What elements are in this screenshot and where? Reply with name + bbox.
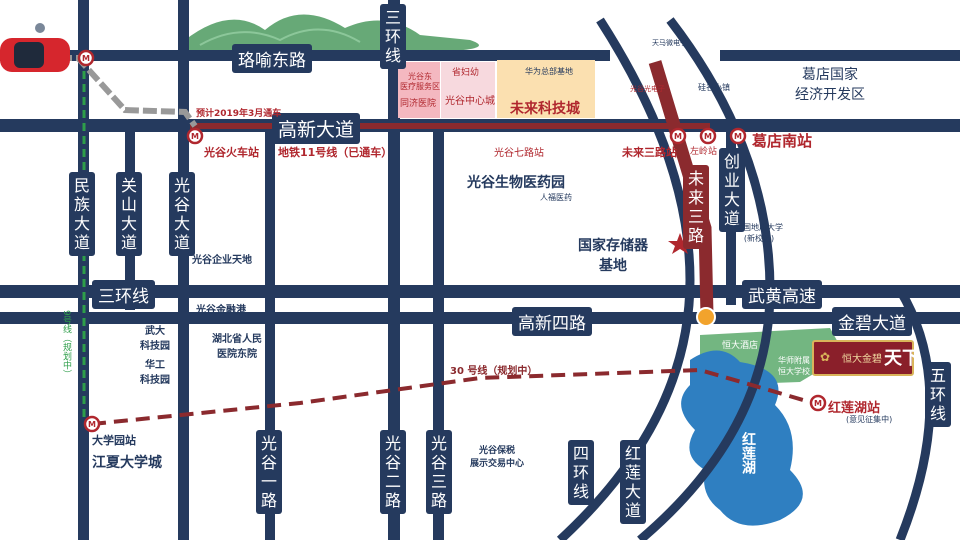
road-gg3 xyxy=(433,120,444,540)
brand-big: 天下 xyxy=(884,348,920,369)
road-label-guanggu: 光谷大道 xyxy=(169,172,195,256)
gg7-station-label: 光谷七路站 xyxy=(494,148,544,159)
future-city-label: 未来科技城 xyxy=(510,101,580,117)
maternity-label: 省妇幼 xyxy=(452,68,480,78)
line30-label: 30 号线（规划中） xyxy=(450,366,538,377)
future-zone xyxy=(497,60,595,118)
cug-label: 中国地质大学 (新校区) xyxy=(735,223,783,243)
station-markers xyxy=(77,49,827,433)
line11-label: 地铁11号线（已通车） xyxy=(278,146,393,159)
honglian-lake-shape xyxy=(681,350,803,526)
road-label-luoyu: 珞喻东路 xyxy=(232,44,312,73)
renfu-label: 人福医药 xyxy=(540,193,572,202)
hubei-hospital-label: 湖北省人民 医院东院 xyxy=(212,334,262,360)
huawei-label: 华为总部基地 xyxy=(525,67,573,76)
road-label-ring5: 五环线 xyxy=(925,362,951,427)
brand-badge[interactable]: 恒大金碧 天下 ✿ xyxy=(812,340,920,376)
road-label-gg1: 光谷一路 xyxy=(256,430,282,514)
road-label-ring4: 四环线 xyxy=(568,440,594,505)
wl3-station-label: 未来三路站 xyxy=(622,146,677,159)
road-label-gg3: 光谷三路 xyxy=(426,430,452,514)
road-label-chuangye: 创业大道 xyxy=(719,148,745,232)
gg-center-label: 光谷中心城 xyxy=(445,96,495,107)
svg-text:M: M xyxy=(814,399,822,408)
brand-emblem-icon: ✿ xyxy=(820,350,831,364)
tongji-label: 同济医院 xyxy=(400,99,437,109)
road-label-jinbi: 金碧大道 xyxy=(832,307,912,336)
road-label-minzu: 民族大道 xyxy=(69,172,95,256)
honglian-note: (意见征集中) xyxy=(846,415,893,424)
road-guanggu xyxy=(178,0,189,540)
road-gg1 xyxy=(265,120,275,540)
brand-name: 恒大金碧 xyxy=(842,354,882,365)
interchange-marker xyxy=(696,307,716,327)
huashi-school-label: 华师附属 恒大学校 xyxy=(778,356,810,376)
guigang-label: 硅谷小镇 xyxy=(698,83,730,92)
gedian-south-label: 葛店南站 xyxy=(752,132,813,150)
gedian-zone-label: 葛店国家 经济开发区 xyxy=(795,67,865,103)
svg-text:M: M xyxy=(82,54,90,63)
road-label-ring3-v: 三环线 xyxy=(380,4,406,69)
metro-line30 xyxy=(91,367,811,426)
road-gaoxin4 xyxy=(0,312,960,324)
tianma-label: 天马微电子 xyxy=(652,39,687,47)
bio-park-label: 光谷生物医药园 xyxy=(467,175,565,191)
road-label-gg2: 光谷二路 xyxy=(380,430,406,514)
honglian-lake-label: 红莲湖 xyxy=(740,432,756,474)
guanggu-office-label: 光谷光电子 xyxy=(630,85,665,93)
jinronggang-label: 光谷金融港 xyxy=(196,305,246,316)
svg-text:M: M xyxy=(88,420,96,429)
jiangxia-label: 江夏大学城 xyxy=(92,455,162,471)
road-label-gaoxin: 高新大道 xyxy=(272,113,361,144)
zuoling-station-label: 左岭站 xyxy=(690,147,718,157)
opening-note: 预计2019年3月通车 xyxy=(196,109,282,119)
honglian-station-label: 红莲湖站 xyxy=(828,401,881,416)
storage-base-label: 国家存储器 基地 xyxy=(578,238,648,274)
svg-text:M: M xyxy=(674,132,682,141)
guanggu-station-label: 光谷火车站 xyxy=(204,146,259,159)
road-label-guanshan: 关山大道 xyxy=(116,172,142,256)
svg-text:M: M xyxy=(734,132,742,141)
line9-label: 9号线（规划中） xyxy=(61,310,71,379)
huagong-label: 华工 科技园 xyxy=(140,360,170,386)
road-label-gaoxin4: 高新四路 xyxy=(512,307,592,336)
road-label-ring3: 三环线 xyxy=(92,280,155,309)
svg-text:M: M xyxy=(191,132,199,141)
center-zone xyxy=(441,62,495,118)
road-label-wuhuang: 武黄高速 xyxy=(742,280,822,309)
road-label-honglian: 红莲大道 xyxy=(620,440,646,524)
hengda-hotel-label: 恒大酒店 xyxy=(722,341,759,351)
bonded-label: 光谷保税 展示交易中心 xyxy=(470,446,525,469)
medical-zone xyxy=(398,62,440,118)
enterprise-label: 光谷企业天地 xyxy=(192,255,252,266)
wuda-label: 武大 科技园 xyxy=(140,326,170,352)
svg-text:M: M xyxy=(704,132,712,141)
daxueyuan-label: 大学园站 xyxy=(92,434,136,447)
car-icon xyxy=(0,23,70,72)
road-ring3 xyxy=(0,285,960,298)
road-label-weilai3: 未来三路 xyxy=(683,165,709,249)
gg-east-medical-label: 光谷东 医疗服务区 xyxy=(400,72,440,91)
road-ring3-v xyxy=(388,0,400,540)
